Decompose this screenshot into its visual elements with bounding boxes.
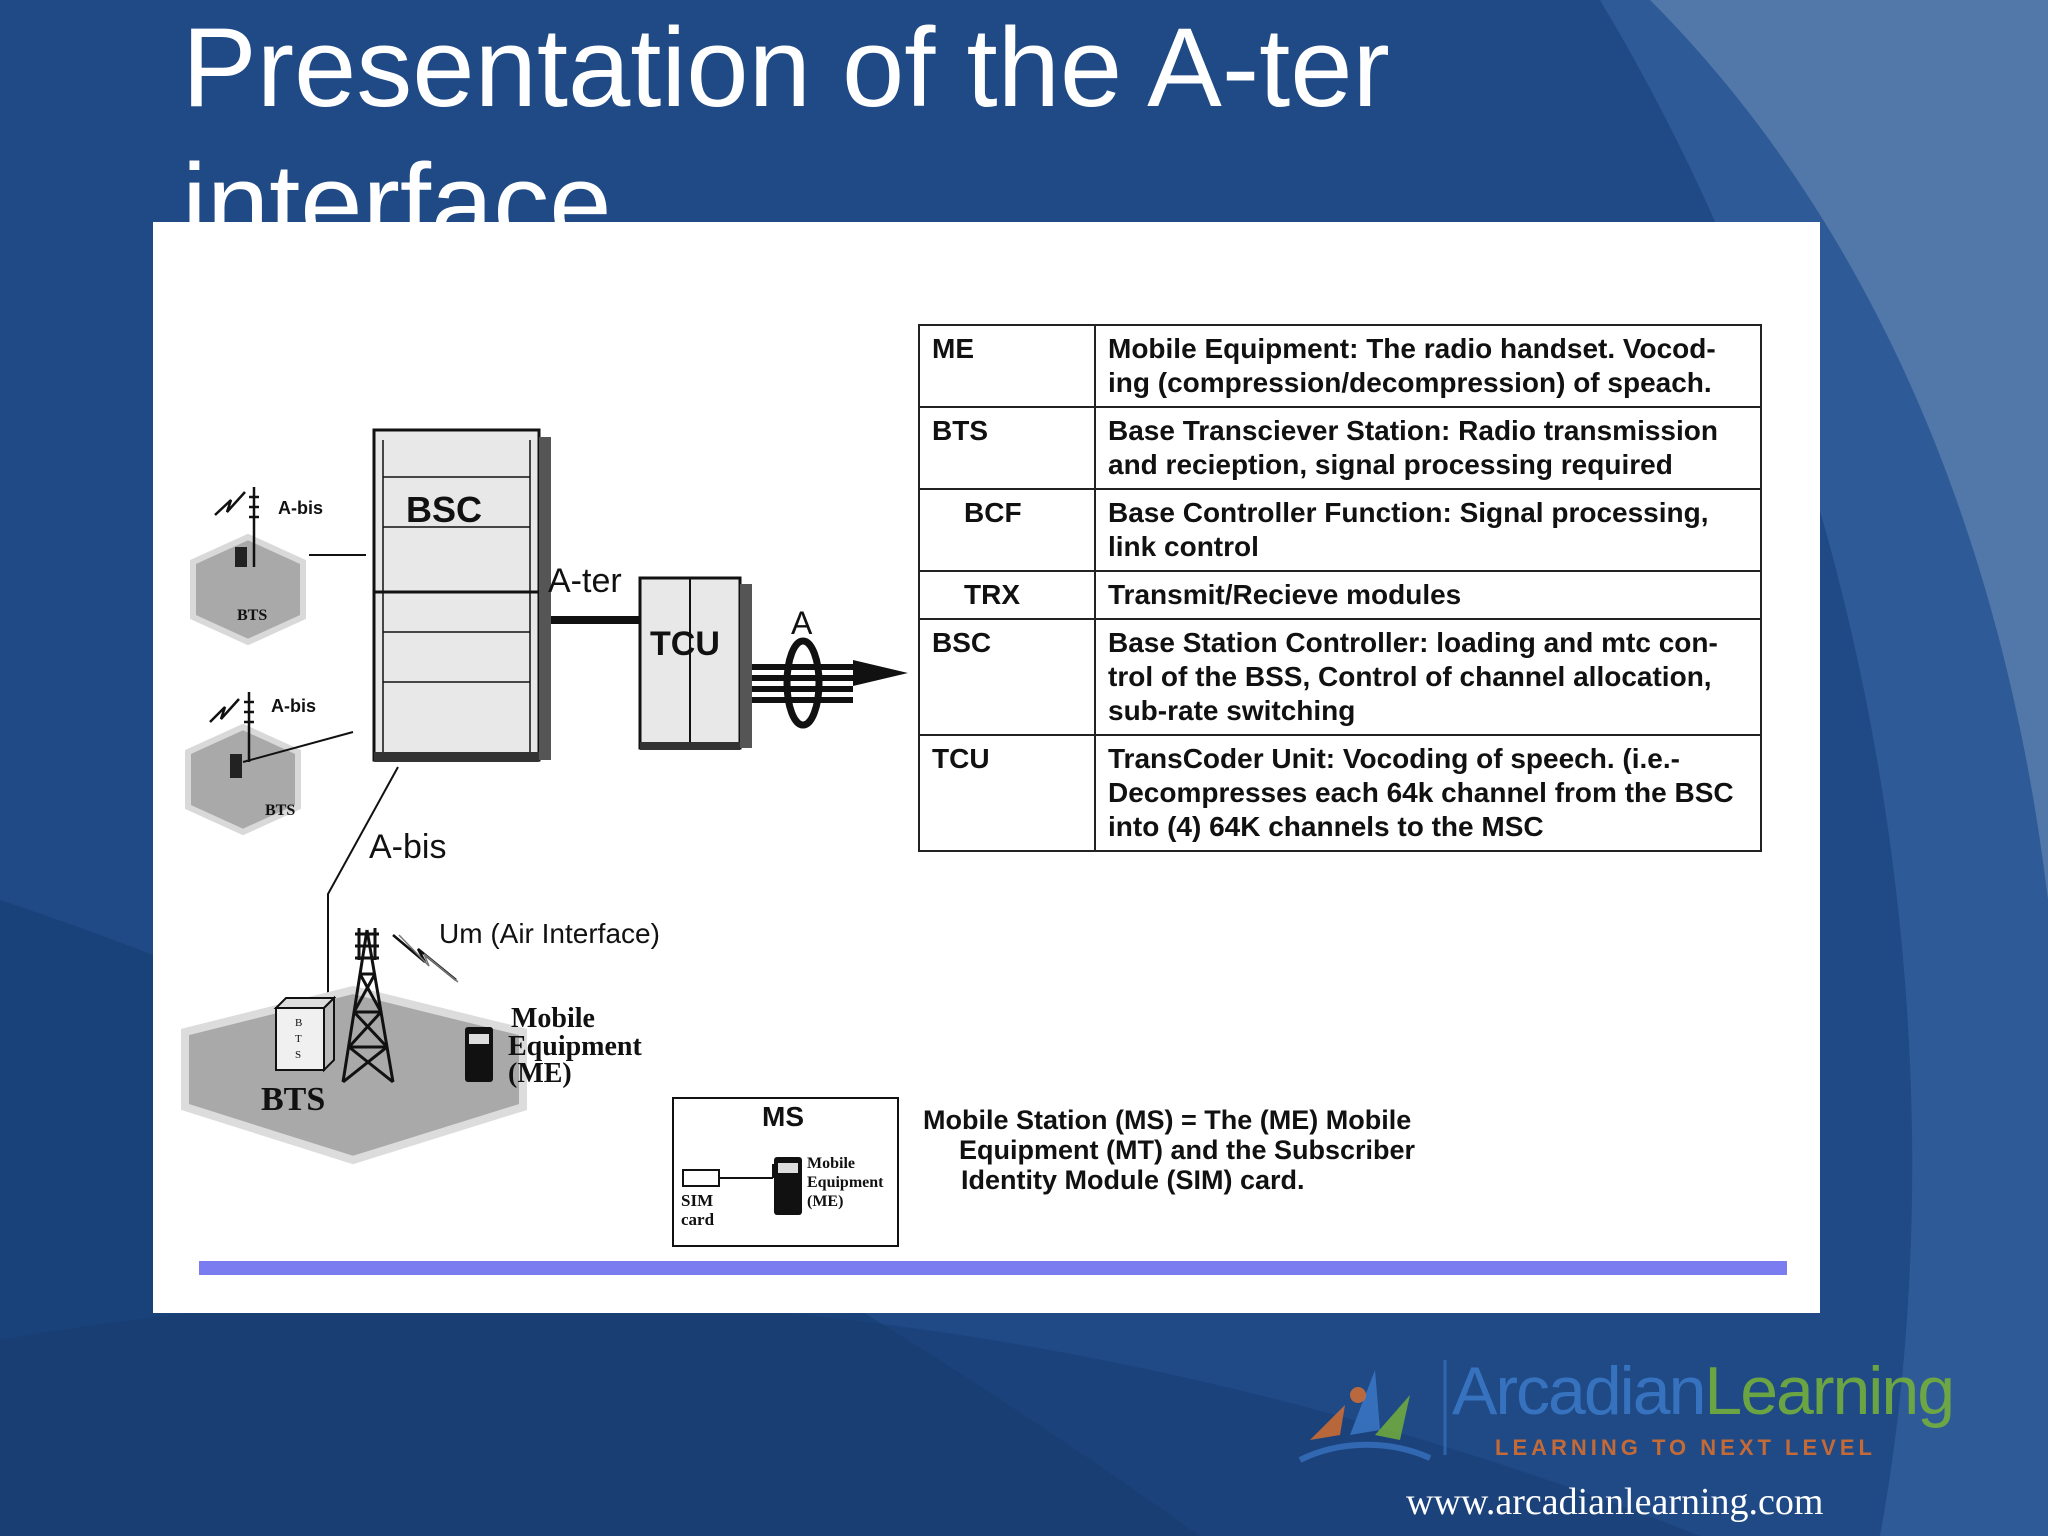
definition-term: BTS xyxy=(918,406,1096,490)
abis-link-bottom xyxy=(327,766,399,1022)
antenna-tower-icon xyxy=(209,692,254,762)
bts-cell-top: BTS A-bis xyxy=(190,487,366,646)
definition-row: TRX Transmit/Recieve modules xyxy=(918,570,1762,620)
definition-line: Mobile Equipment: The radio handset. Voc… xyxy=(1108,333,1716,364)
bts-box-icon xyxy=(235,547,247,567)
definition-row: ME Mobile Equipment: The radio handset. V… xyxy=(918,324,1762,408)
definition-line: link control xyxy=(1108,531,1259,562)
um-label: Um (Air Interface) xyxy=(439,918,660,949)
ms-description-line3: Identity Module (SIM) card. xyxy=(961,1165,1305,1195)
logo-tagline: LEARNING TO NEXT LEVEL xyxy=(1495,1435,1876,1460)
ms-box: MS SIM card Mobile Equipment (ME) xyxy=(672,1097,899,1247)
definition-term: BCF xyxy=(918,488,1096,572)
definition-term: ME xyxy=(918,324,1096,408)
bts-cell-middle: BTS A-bis xyxy=(185,692,354,836)
abis-label-mid: A-bis xyxy=(271,696,316,716)
definition-text: Transmit/Recieve modules xyxy=(1094,570,1762,620)
definition-line: ing (compression/decompression) of speac… xyxy=(1108,367,1712,398)
ms-description-line1: Mobile Station (MS) = The (ME) Mobile xyxy=(923,1105,1412,1135)
accent-bar xyxy=(199,1261,1787,1275)
definition-term: BSC xyxy=(918,618,1096,736)
me-label-line1: Mobile xyxy=(511,1003,595,1034)
definition-text: TransCoder Unit: Vocoding of speech. (i.… xyxy=(1094,734,1762,852)
definition-line: into (4) 64K channels to the MSC xyxy=(1108,811,1544,842)
definition-row: TCU TransCoder Unit: Vocoding of speech. … xyxy=(918,734,1762,852)
bts-box-letter-t: T xyxy=(295,1033,302,1045)
a-interface-links xyxy=(752,637,908,729)
definition-row: BSC Base Station Controller: loading and … xyxy=(918,618,1762,736)
ater-label: A-ter xyxy=(548,562,622,600)
me-label-line2: Equipment xyxy=(508,1031,642,1062)
ms-me-label-line2: Equipment xyxy=(807,1174,884,1191)
ms-me-label-line3: (ME) xyxy=(807,1193,843,1210)
ms-description-line2: Equipment (MT) and the Subscriber xyxy=(959,1135,1416,1165)
mobile-phone-icon xyxy=(774,1157,802,1215)
ms-box-title: MS xyxy=(762,1101,804,1132)
arcadian-logo-graphic xyxy=(1298,1360,1447,1463)
sim-label-line2: card xyxy=(681,1210,715,1229)
antenna-tower-icon xyxy=(214,487,259,567)
bsc-label: BSC xyxy=(406,489,482,530)
bts-box-letter-b: B xyxy=(295,1017,302,1029)
definition-line: trol of the BSS, Control of channel allo… xyxy=(1108,661,1712,692)
a-label: A xyxy=(791,605,813,641)
logo-wordmark-part2: Learning xyxy=(1704,1353,1955,1429)
sim-card-icon xyxy=(682,1169,720,1187)
bts-box-letter-s: S xyxy=(295,1049,301,1061)
definition-term: TCU xyxy=(918,734,1096,852)
definition-text: Base Transciever Station: Radio transmis… xyxy=(1094,406,1762,490)
definition-term: TRX xyxy=(918,570,1096,620)
abis-label-top: A-bis xyxy=(278,498,323,518)
tcu-label: TCU xyxy=(650,625,720,663)
bts-cabinet-icon: B T S xyxy=(273,995,337,1073)
lattice-tower-icon xyxy=(341,928,395,1084)
sim-label-line1: SIM xyxy=(681,1191,713,1210)
bts-box-icon xyxy=(230,754,242,778)
definition-line: sub-rate switching xyxy=(1108,695,1356,726)
definition-row: BCF Base Controller Function: Signal proc… xyxy=(918,488,1762,572)
bsc-cabinet: BSC xyxy=(372,428,551,762)
definitions-table: ME Mobile Equipment: The radio handset. V… xyxy=(918,324,1762,852)
mobile-phone-icon xyxy=(465,1027,493,1082)
definition-line: Base Station Controller: loading and mtc… xyxy=(1108,627,1718,658)
definition-line: and recieption, signal processing requir… xyxy=(1108,449,1673,480)
definition-line: TransCoder Unit: Vocoding of speech. (i.… xyxy=(1108,743,1680,774)
ms-me-label-line1: Mobile xyxy=(807,1155,855,1172)
logo-wordmark: ArcadianLearning xyxy=(1452,1352,1955,1430)
abis-label-bottom: A-bis xyxy=(369,828,446,866)
abis-link-mid xyxy=(242,731,354,763)
network-diagram: BTS A-bis BTS A-bis xyxy=(181,428,908,1247)
ms-description: Mobile Station (MS) = The (ME) Mobile Eq… xyxy=(923,1105,1483,1195)
definition-line: Decompresses each 64k channel from the B… xyxy=(1108,777,1734,808)
definition-line: Transmit/Recieve modules xyxy=(1108,579,1462,610)
content-panel: BTS A-bis BTS A-bis xyxy=(153,222,1820,1313)
definition-line: Base Transciever Station: Radio transmis… xyxy=(1108,415,1718,446)
definition-line: Base Controller Function: Signal process… xyxy=(1108,497,1709,528)
definition-text: Mobile Equipment: The radio handset. Voc… xyxy=(1094,324,1762,408)
me-label-line3: (ME) xyxy=(508,1058,572,1089)
tcu-cabinet: TCU xyxy=(638,576,752,750)
definition-row: BTS Base Transciever Station: Radio trans… xyxy=(918,406,1762,490)
definition-text: Base Controller Function: Signal process… xyxy=(1094,488,1762,572)
logo-wordmark-part1: Arcadian xyxy=(1452,1353,1706,1429)
bts-cell-large: B T S BTS xyxy=(181,928,527,1165)
definition-text: Base Station Controller: loading and mtc… xyxy=(1094,618,1762,736)
bts-small-label-1: BTS xyxy=(237,607,267,624)
website-url[interactable]: www.arcadianlearning.com xyxy=(1406,1481,1824,1523)
bts-small-label-2: BTS xyxy=(265,802,295,819)
bts-large-label: BTS xyxy=(261,1081,325,1118)
